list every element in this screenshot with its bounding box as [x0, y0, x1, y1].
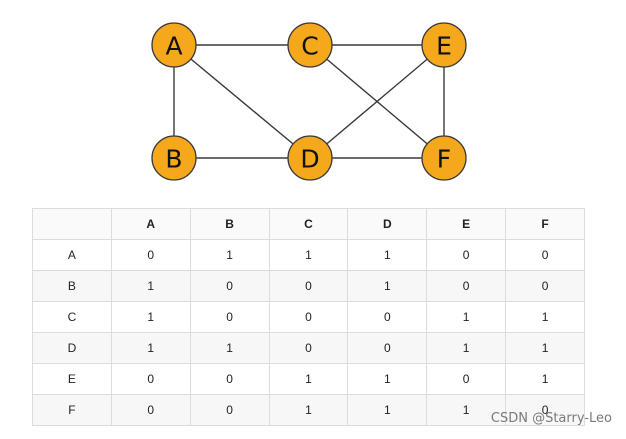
matrix-cell-B-B: 0 [189, 270, 270, 302]
matrix-cell-F-C: 1 [268, 394, 349, 426]
column-header-E: E [426, 208, 507, 240]
node-label-B: B [165, 145, 182, 174]
matrix-cell-A-F: 0 [505, 239, 585, 271]
row-header-E: E [32, 363, 112, 395]
nodes-layer: A B C D E F [151, 22, 467, 181]
table-corner-cell [32, 208, 112, 240]
matrix-cell-D-B: 1 [189, 332, 270, 364]
node-label-A: A [165, 32, 182, 61]
matrix-cell-F-F: 0 [505, 394, 585, 426]
node-label-E: E [436, 32, 452, 61]
node-circle-A [151, 22, 197, 68]
node-label-D: D [300, 145, 319, 174]
matrix-cell-B-F: 0 [505, 270, 585, 302]
row-header-D: D [32, 332, 112, 364]
matrix-cell-A-C: 1 [268, 239, 349, 271]
matrix-cell-F-A: 0 [110, 394, 191, 426]
node-circle-D [287, 135, 333, 181]
matrix-cell-C-E: 1 [426, 301, 507, 333]
matrix-cell-D-C: 0 [268, 332, 349, 364]
node-D: D [287, 135, 333, 181]
column-header-D: D [347, 208, 428, 240]
node-circle-C [287, 22, 333, 68]
matrix-cell-C-D: 0 [347, 301, 428, 333]
matrix-cell-B-D: 1 [347, 270, 428, 302]
edges-layer [173, 44, 445, 159]
node-A: A [151, 22, 197, 68]
matrix-cell-F-D: 1 [347, 394, 428, 426]
matrix-cell-F-E: 1 [426, 394, 507, 426]
node-circle-E [421, 22, 467, 68]
matrix-cell-D-A: 1 [110, 332, 191, 364]
node-B: B [151, 135, 197, 181]
matrix-cell-D-D: 0 [347, 332, 428, 364]
matrix-cell-E-C: 1 [268, 363, 349, 395]
matrix-cell-D-E: 1 [426, 332, 507, 364]
edge-D-E [309, 44, 445, 159]
node-E: E [421, 22, 467, 68]
row-header-F: F [32, 394, 112, 426]
matrix-cell-A-D: 1 [347, 239, 428, 271]
node-F: F [421, 135, 467, 181]
row-header-A: A [32, 239, 112, 271]
column-header-F: F [505, 208, 585, 240]
node-circle-F [421, 135, 467, 181]
matrix-cell-B-A: 1 [110, 270, 191, 302]
node-circle-B [151, 135, 197, 181]
column-header-C: C [268, 208, 349, 240]
matrix-cell-F-B: 0 [189, 394, 270, 426]
matrix-cell-C-B: 0 [189, 301, 270, 333]
matrix-cell-A-A: 0 [110, 239, 191, 271]
edge-A-D [173, 44, 311, 159]
watermark-text: CSDN @Starry-Leo [490, 411, 612, 426]
matrix-cell-B-E: 0 [426, 270, 507, 302]
node-label-F: F [437, 145, 451, 174]
matrix-cell-E-D: 1 [347, 363, 428, 395]
row-header-B: B [32, 270, 112, 302]
matrix-cell-C-A: 1 [110, 301, 191, 333]
matrix-cell-A-B: 1 [189, 239, 270, 271]
matrix-cell-E-E: 0 [426, 363, 507, 395]
matrix-cell-C-F: 1 [505, 301, 585, 333]
graph-diagram: A B C D E F [151, 22, 467, 181]
matrix-cell-B-C: 0 [268, 270, 349, 302]
column-header-B: B [189, 208, 270, 240]
matrix-cell-E-B: 0 [189, 363, 270, 395]
matrix-cell-E-A: 0 [110, 363, 191, 395]
matrix-cell-D-F: 1 [505, 332, 585, 364]
node-label-C: C [301, 32, 318, 61]
node-C: C [287, 22, 333, 68]
row-header-C: C [32, 301, 112, 333]
matrix-cell-E-F: 1 [505, 363, 585, 395]
column-header-A: A [110, 208, 191, 240]
matrix-cell-C-C: 0 [268, 301, 349, 333]
matrix-cell-A-E: 0 [426, 239, 507, 271]
